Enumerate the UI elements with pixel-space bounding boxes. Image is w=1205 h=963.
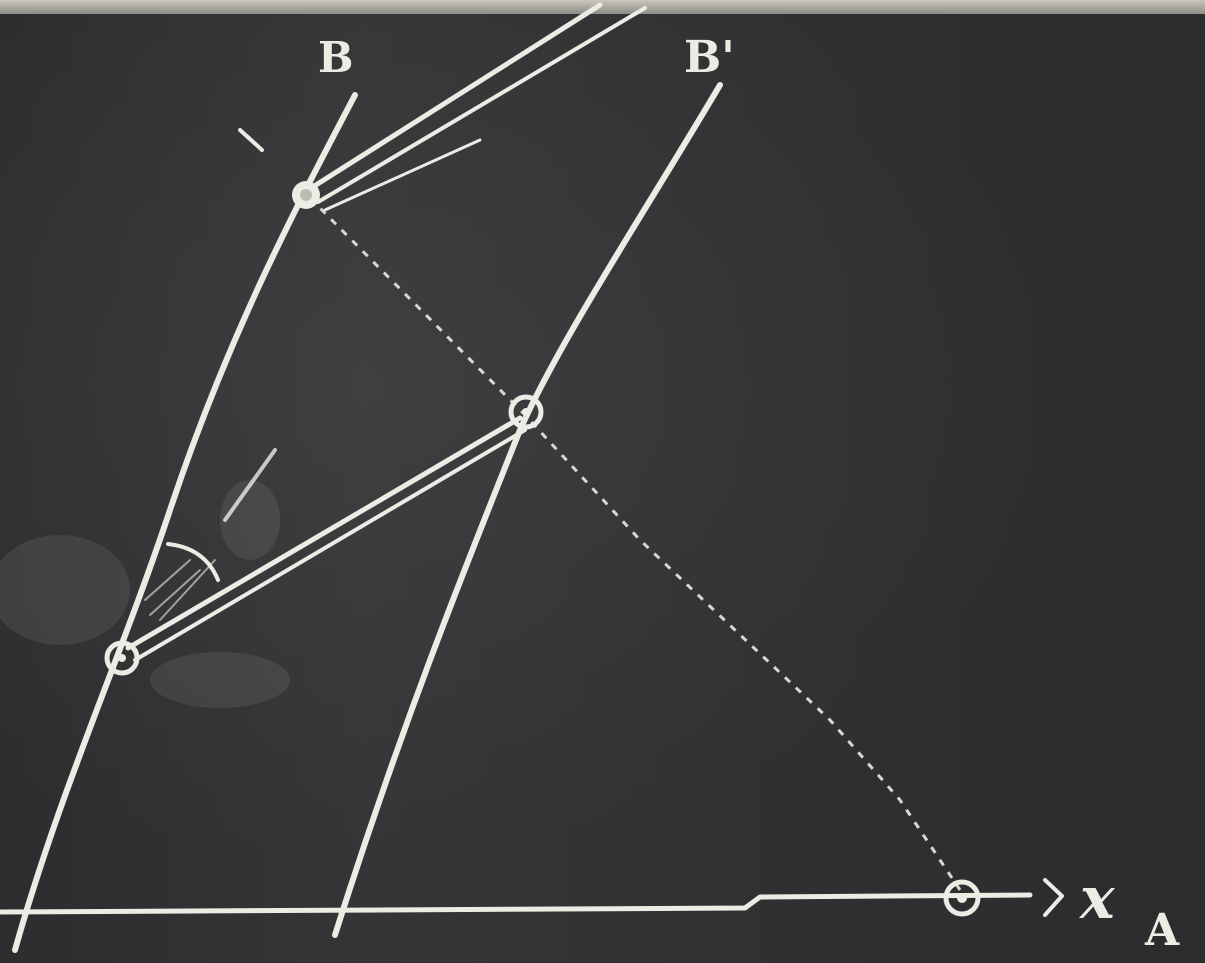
event-dot-upper <box>292 181 320 209</box>
smudge <box>0 535 130 645</box>
tick-mark-upper <box>240 130 262 150</box>
label-x: x <box>1078 864 1116 932</box>
angle-arc <box>168 544 218 580</box>
label-b-prime: B' <box>684 32 735 83</box>
x-axis-arrowhead <box>1045 880 1062 915</box>
light-ray-lower-2 <box>135 430 525 660</box>
label-x-subscript: A <box>1144 905 1180 956</box>
smudge <box>220 480 280 560</box>
smudge <box>150 652 290 708</box>
world-line-b <box>15 95 355 950</box>
light-ray-lower-1 <box>128 418 520 648</box>
dashed-line <box>310 198 960 890</box>
light-ray-upper-2 <box>318 8 645 202</box>
angle-hatching <box>145 560 215 620</box>
x-axis-line <box>0 895 1030 912</box>
label-b: B <box>318 33 354 82</box>
